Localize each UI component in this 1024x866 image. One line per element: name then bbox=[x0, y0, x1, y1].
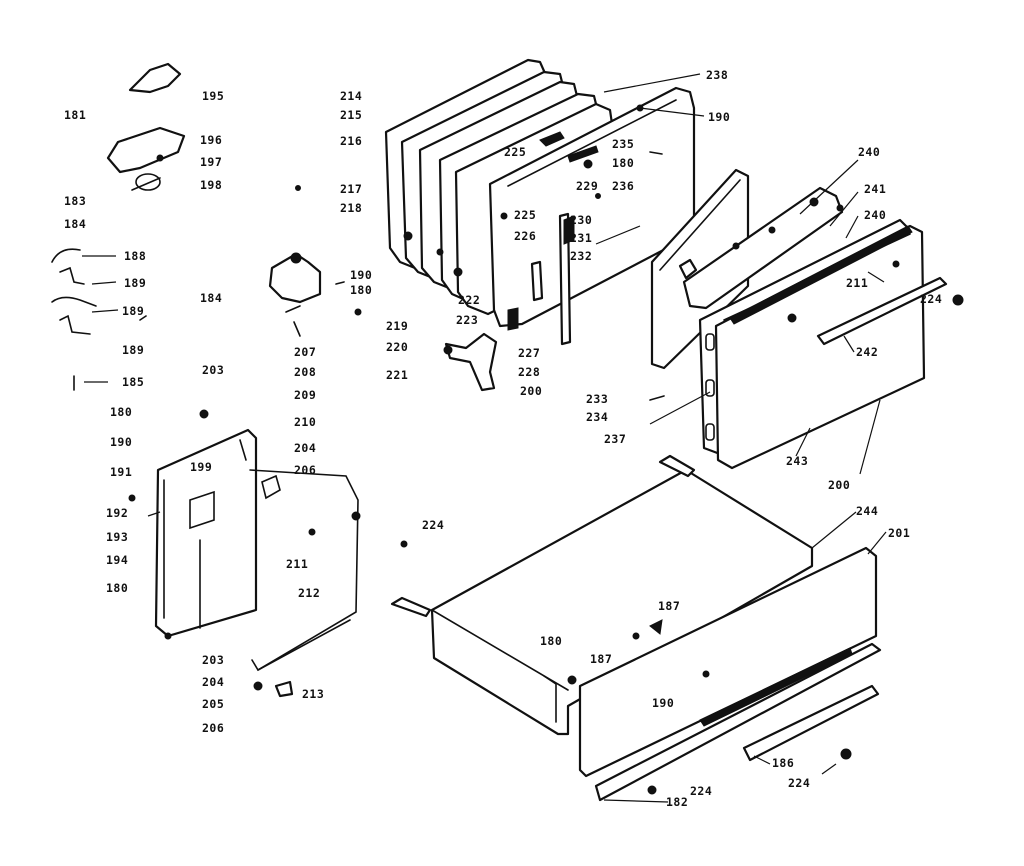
label-180a: 180 bbox=[110, 405, 132, 419]
label-224a: 224 bbox=[920, 292, 942, 306]
label-203a: 203 bbox=[202, 363, 224, 377]
label-224c: 224 bbox=[788, 776, 810, 790]
label-242: 242 bbox=[856, 345, 878, 359]
label-240b: 240 bbox=[864, 208, 886, 222]
label-206a: 206 bbox=[294, 463, 316, 477]
label-181: 181 bbox=[64, 108, 86, 122]
label-200a: 200 bbox=[520, 384, 542, 398]
label-226: 226 bbox=[514, 229, 536, 243]
label-233: 233 bbox=[586, 392, 608, 406]
hinge-assembly-part bbox=[268, 185, 362, 337]
label-195: 195 bbox=[202, 89, 224, 103]
oven-door-window-panel-part bbox=[698, 218, 926, 470]
label-204b: 204 bbox=[202, 675, 224, 689]
door-outer-panel-part bbox=[249, 469, 408, 698]
label-207: 207 bbox=[294, 345, 316, 359]
drawer-front-panel-part bbox=[578, 546, 878, 778]
label-240a: 240 bbox=[858, 145, 880, 159]
leader-lines bbox=[82, 73, 887, 803]
label-189a: 189 bbox=[124, 276, 146, 290]
label-220: 220 bbox=[386, 340, 408, 354]
door-handle-rod-part bbox=[816, 276, 964, 346]
label-196: 196 bbox=[200, 133, 222, 147]
label-190b: 190 bbox=[350, 268, 372, 282]
label-191: 191 bbox=[110, 465, 132, 479]
label-228: 228 bbox=[518, 365, 540, 379]
label-224b: 224 bbox=[422, 518, 444, 532]
label-238: 238 bbox=[706, 68, 728, 82]
label-216: 216 bbox=[340, 134, 362, 148]
label-180c: 180 bbox=[350, 283, 372, 297]
label-224d: 224 bbox=[690, 784, 712, 798]
label-243: 243 bbox=[786, 454, 808, 468]
label-184a: 184 bbox=[64, 217, 86, 231]
label-230: 230 bbox=[570, 213, 592, 227]
label-194: 194 bbox=[106, 553, 128, 567]
label-223: 223 bbox=[456, 313, 478, 327]
label-234: 234 bbox=[586, 410, 608, 424]
label-197: 197 bbox=[200, 155, 222, 169]
label-180b: 180 bbox=[106, 581, 128, 595]
label-214: 214 bbox=[340, 89, 362, 103]
label-180d: 180 bbox=[612, 156, 634, 170]
label-190c: 190 bbox=[708, 110, 730, 124]
label-217: 217 bbox=[340, 182, 362, 196]
label-209: 209 bbox=[294, 388, 316, 402]
label-190d: 190 bbox=[652, 696, 674, 710]
label-193: 193 bbox=[106, 530, 128, 544]
label-219: 219 bbox=[386, 319, 408, 333]
label-190a: 190 bbox=[110, 435, 132, 449]
label-236: 236 bbox=[612, 179, 634, 193]
drawer-trim-strip-part bbox=[594, 642, 882, 802]
label-204a: 204 bbox=[294, 441, 316, 455]
label-180e: 180 bbox=[540, 634, 562, 648]
label-199: 199 bbox=[190, 460, 212, 474]
label-213: 213 bbox=[302, 687, 324, 701]
label-237: 237 bbox=[604, 432, 626, 446]
label-192: 192 bbox=[106, 506, 128, 520]
label-189b: 189 bbox=[122, 304, 144, 318]
storage-drawer-part bbox=[390, 454, 814, 736]
label-211b: 211 bbox=[846, 276, 868, 290]
label-222: 222 bbox=[458, 293, 480, 307]
label-187b: 187 bbox=[590, 652, 612, 666]
label-205: 205 bbox=[202, 697, 224, 711]
part-number-labels: 181 195 196 197 198 183 184 188 189 189 … bbox=[64, 68, 942, 809]
label-212: 212 bbox=[298, 586, 320, 600]
label-188: 188 bbox=[124, 249, 146, 263]
label-229: 229 bbox=[576, 179, 598, 193]
label-187a: 187 bbox=[658, 599, 680, 613]
label-218: 218 bbox=[340, 201, 362, 215]
label-232: 232 bbox=[570, 249, 592, 263]
label-241: 241 bbox=[864, 182, 886, 196]
oven-door-panel-stack bbox=[384, 58, 696, 392]
label-200b: 200 bbox=[828, 478, 850, 492]
label-210: 210 bbox=[294, 415, 316, 429]
label-184b: 184 bbox=[200, 291, 222, 305]
label-201: 201 bbox=[888, 526, 910, 540]
label-225b: 225 bbox=[514, 208, 536, 222]
label-231: 231 bbox=[570, 231, 592, 245]
hinge-bracket-part bbox=[106, 62, 186, 191]
label-225a: 225 bbox=[504, 145, 526, 159]
label-206b: 206 bbox=[202, 721, 224, 735]
label-208: 208 bbox=[294, 365, 316, 379]
label-185: 185 bbox=[122, 375, 144, 389]
label-211a: 211 bbox=[286, 557, 308, 571]
oven-door-liner-part bbox=[649, 168, 750, 401]
door-inner-panel-part bbox=[128, 409, 258, 640]
hinge-spring-parts bbox=[51, 248, 147, 391]
label-227: 227 bbox=[518, 346, 540, 360]
label-244: 244 bbox=[856, 504, 878, 518]
label-182: 182 bbox=[666, 795, 688, 809]
label-189c: 189 bbox=[122, 343, 144, 357]
label-183: 183 bbox=[64, 194, 86, 208]
label-186: 186 bbox=[772, 756, 794, 770]
label-221: 221 bbox=[386, 368, 408, 382]
label-203b: 203 bbox=[202, 653, 224, 667]
label-215: 215 bbox=[340, 108, 362, 122]
label-198: 198 bbox=[200, 178, 222, 192]
label-235: 235 bbox=[612, 137, 634, 151]
